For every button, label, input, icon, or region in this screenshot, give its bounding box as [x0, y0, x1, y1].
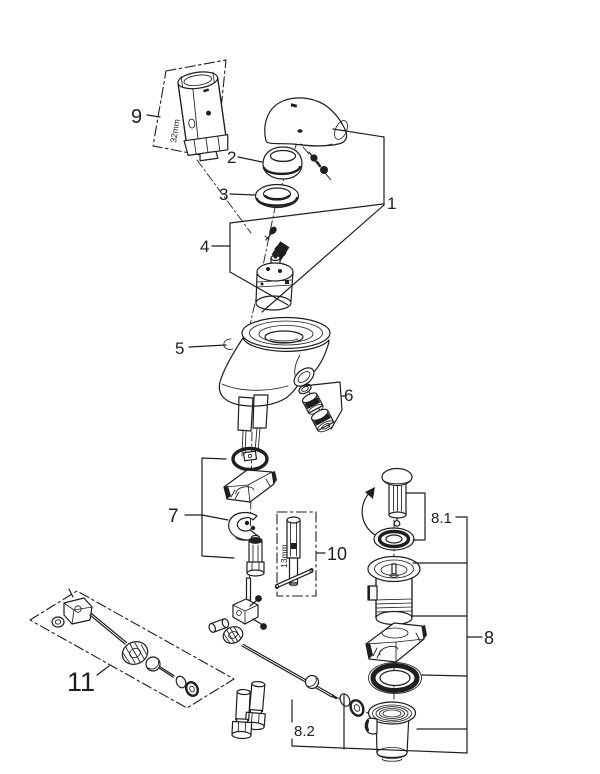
linkage-assembly [208, 595, 365, 717]
box-socket-tool [276, 511, 317, 597]
socket-tool [274, 516, 314, 590]
callout-lines [96, 114, 483, 754]
escutcheon-ring [254, 183, 300, 209]
callout-labels: 1 2 3 4 5 6 7 8 8.1 8.2 9 10 11 [67, 106, 494, 740]
callout-8: 8 [484, 628, 494, 648]
tool-size-label: 13mm [279, 544, 289, 568]
hose-ends [231, 680, 266, 740]
box-lift-rod-kit [29, 590, 235, 709]
drain-flange [367, 555, 421, 626]
cartridge-kit [255, 226, 294, 311]
callout-3: 3 [219, 185, 228, 204]
threaded-pin [245, 577, 252, 601]
callout-5: 5 [175, 339, 184, 358]
mounting-set [223, 446, 277, 577]
drain-plug [361, 467, 413, 537]
cartridge-32mm [177, 71, 229, 162]
callout-8-2: 8.2 [294, 723, 315, 740]
cartridge-size-label: 32mm [168, 118, 182, 143]
drain-wedge [365, 622, 427, 663]
lift-rod-assembly [51, 588, 199, 697]
plug-seal [373, 527, 415, 551]
callout-7: 7 [168, 506, 179, 527]
callout-2: 2 [227, 148, 236, 167]
callout-1: 1 [387, 194, 396, 213]
handle-cap [262, 146, 303, 180]
center-lines [196, 139, 395, 758]
lever-handle [264, 97, 348, 147]
callout-8-1: 8.1 [431, 510, 452, 527]
drain-o-ring [368, 662, 422, 694]
callout-4: 4 [200, 237, 209, 256]
callout-11: 11 [67, 667, 95, 697]
aerator [298, 383, 335, 433]
callout-10: 10 [327, 544, 347, 564]
callout-9: 9 [131, 106, 142, 128]
callout-6: 6 [344, 386, 353, 405]
faucet-body [218, 316, 331, 407]
drain-lower-body [364, 701, 417, 762]
handle-screw [308, 151, 328, 174]
